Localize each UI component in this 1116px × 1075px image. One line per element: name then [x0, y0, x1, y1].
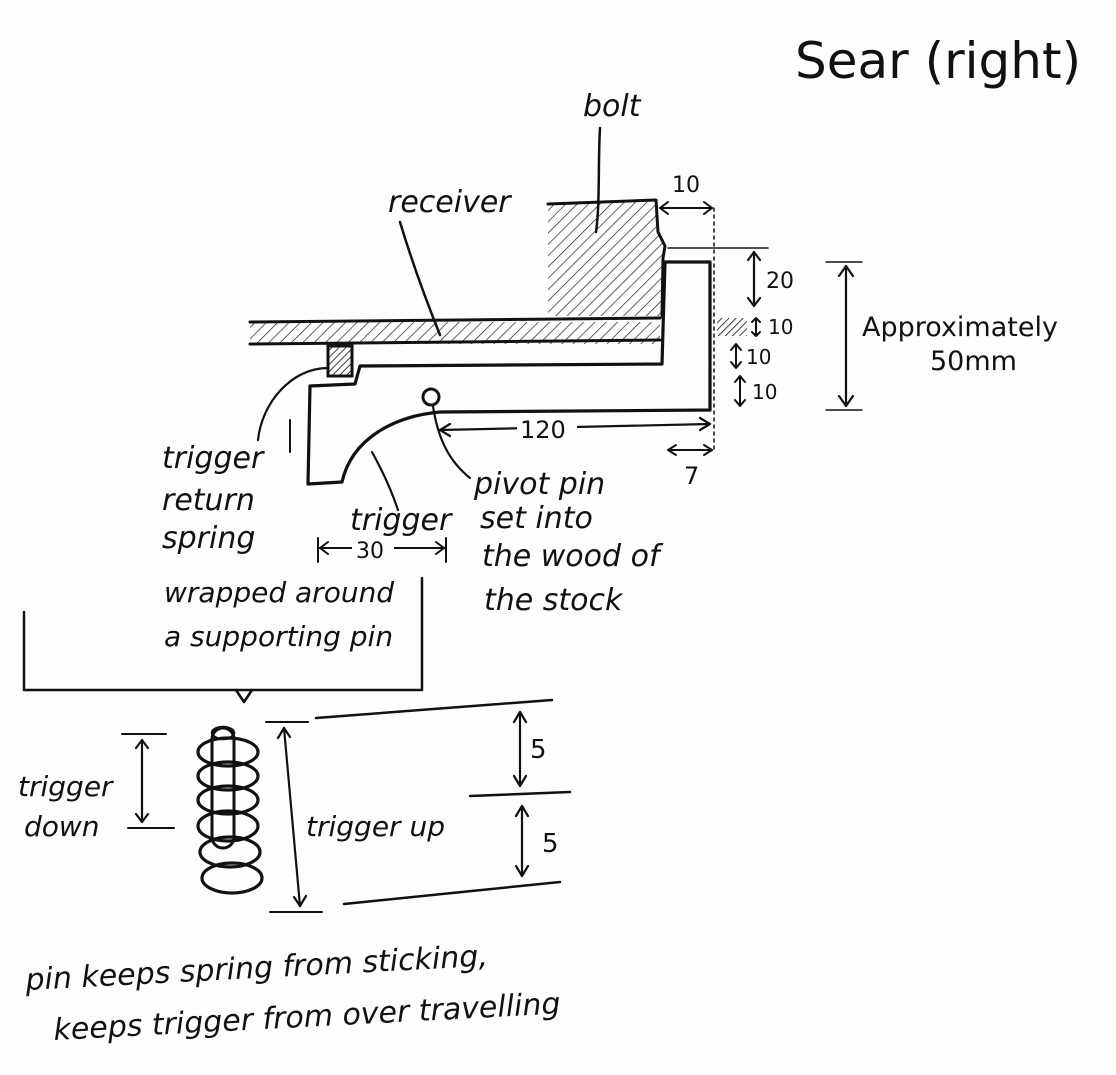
dim-30-label-bg — [352, 536, 394, 560]
travel-lower-arrowheads — [514, 804, 530, 878]
spring-leader-line — [256, 366, 330, 442]
dim-sear-bottom-arrow — [734, 375, 746, 407]
pivot-pin — [421, 387, 441, 407]
note-line-1: pin keeps spring from sticking, — [24, 939, 489, 998]
travel-line-bottom — [342, 880, 562, 906]
trigger-up-arrowheads — [276, 726, 308, 908]
dim-end-offset-arrowheads — [667, 444, 713, 456]
travel-line-middle — [468, 790, 572, 798]
bolt-label: bolt — [583, 89, 642, 124]
trigger-down-arrowheads — [134, 738, 150, 824]
dim-pivot-to-end: 120 — [520, 416, 566, 444]
receiver-label: receiver — [388, 185, 512, 220]
dim-end-offset: 7 — [684, 462, 699, 490]
dim-sear-bottom: 10 — [752, 380, 777, 404]
callout-pointer — [234, 688, 254, 704]
dim-top-step-arrowheads — [746, 250, 762, 308]
dim-travel-upper: 5 — [530, 735, 547, 765]
stop-block — [717, 318, 747, 336]
spring-label-1: trigger — [162, 441, 265, 476]
spring-label-2: return — [162, 483, 255, 518]
spring-label-4: wrapped around — [164, 576, 394, 609]
return-spring-block — [326, 344, 354, 378]
dim-pivot-to-end-arrowheads — [438, 416, 712, 438]
receiver-bottom-edge — [248, 338, 662, 346]
pivot-leader-line — [431, 404, 472, 480]
trigger-up-label: trigger up — [306, 810, 445, 843]
spring-label-3: spring — [162, 521, 255, 556]
dim-receiver-thickness: 10 — [768, 315, 793, 339]
trigger-down-label-1: trigger — [18, 770, 114, 803]
dim-approx-arrowheads — [837, 264, 855, 408]
callout-bracket — [22, 576, 424, 692]
trigger-up-arrow — [282, 726, 302, 908]
diagram-title: Sear (right) — [795, 32, 1081, 90]
bolt-outline — [546, 198, 667, 318]
dim-receiver-thickness-arrow — [751, 317, 761, 337]
coil-spring — [196, 736, 264, 895]
pivot-label-1: pivot pin — [473, 467, 605, 502]
note-line-2: keeps trigger from over travelling — [53, 986, 562, 1048]
travel-line-top — [314, 698, 554, 720]
sear-outline — [306, 260, 712, 486]
dim-trigger-width: 30 — [356, 539, 384, 564]
approx-label-line2: 50mm — [930, 346, 1017, 377]
trigger-label: trigger — [350, 503, 453, 538]
dim-travel-lower: 5 — [542, 829, 559, 859]
dim-bolt-gap-arrowheads — [659, 201, 713, 215]
dim-120-label-bg — [517, 418, 577, 442]
receiver-top-edge — [248, 316, 662, 324]
spring-detail — [196, 725, 264, 895]
dim-trigger-width-arrowheads — [317, 537, 447, 563]
dim-gap-below-receiver: 10 — [746, 345, 771, 369]
trigger-leader-line — [370, 450, 400, 512]
trigger-down-label-2: down — [24, 810, 100, 843]
dim-bolt-gap: 10 — [672, 173, 700, 198]
pivot-label-4: the stock — [484, 583, 624, 618]
spring-label-5: a supporting pin — [164, 620, 393, 653]
receiver-bar — [250, 322, 660, 344]
bolt-block — [548, 200, 665, 316]
receiver-leader-line — [398, 220, 442, 337]
travel-upper-arrowheads — [512, 710, 528, 788]
dim-gap-arrow — [730, 343, 742, 369]
pivot-label-3: the wood of — [482, 539, 664, 574]
approx-label-line1: Approximately — [862, 312, 1058, 343]
dim-top-step: 20 — [766, 269, 794, 294]
pivot-label-2: set into — [480, 501, 593, 536]
